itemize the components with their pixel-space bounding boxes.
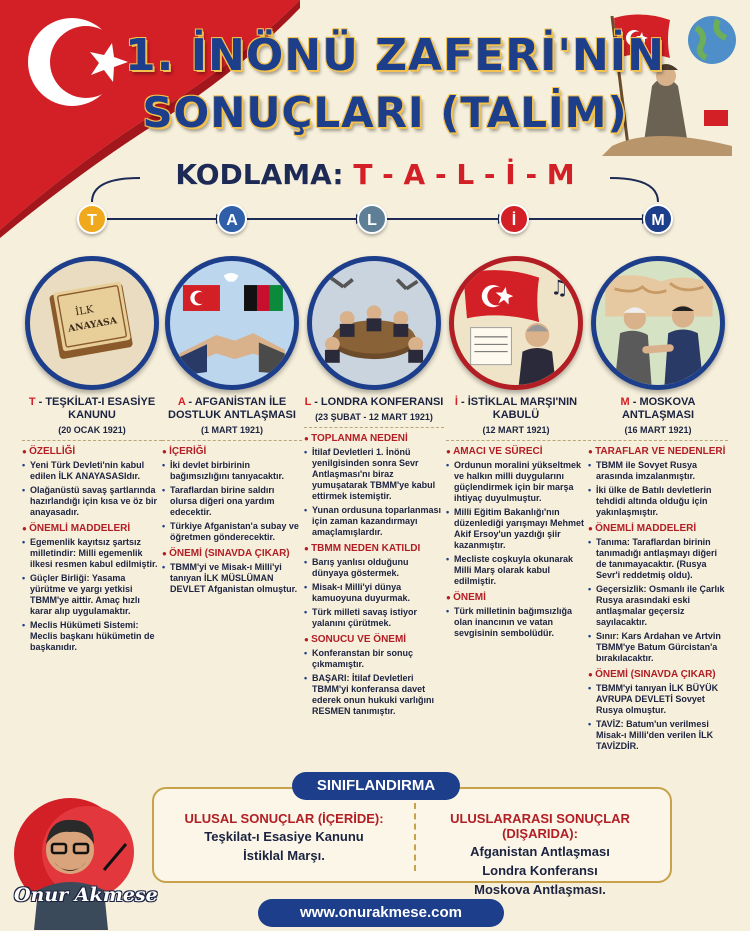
section-title: ÖNEMİ <box>446 592 586 603</box>
book-icon: İLK ANAYASA <box>49 281 133 359</box>
column-teskilat: İLK ANAYASA T - TEŞKİLAT-I ESASİYE KANUN… <box>22 256 162 776</box>
ataturk-flag-globe-icon <box>602 14 736 156</box>
list-item: Londra Konferansı <box>482 863 598 878</box>
letter-badge-m: M <box>643 204 673 234</box>
section-title: ÖNEMLİ MADDELERİ <box>22 523 162 534</box>
list-item: İki ülke de Batılı devletlerin tehdidi a… <box>588 485 728 518</box>
list-item: Sınır: Kars Ardahan ve Artvin TBMM'ye Ba… <box>588 631 728 664</box>
turkish-flag-corner-icon <box>0 0 300 238</box>
list-item: BAŞARI: İtilaf Devletleri TBMM'yi konfer… <box>304 673 444 717</box>
section-title: İÇERİĞİ <box>162 446 302 457</box>
svg-text:♫: ♫ <box>550 275 568 299</box>
column-date-istiklal: (12 MART 1921) <box>482 425 550 435</box>
list-item: Egemenlik kayıtsız şartsız milletindir: … <box>22 537 162 570</box>
moscow-handshake-icon <box>605 275 713 385</box>
circle-moskova <box>591 256 725 390</box>
list-item: Türk milleti savaş istiyor yalanını çürü… <box>304 607 444 629</box>
list-item: Konferanstan bir sonuç çıkmamıştır. <box>304 648 444 670</box>
column-istiklal: ♫ İ - İSTİKLAL MARŞI'NIN KABULÜ (12 MART… <box>446 256 586 776</box>
section-title: ÖNEMLİ MADDELERİ <box>588 523 728 534</box>
brand-signature: Onur Akmese <box>14 884 158 906</box>
main-title-line1: 1. İNÖNÜ ZAFERİ'NİN <box>125 30 665 81</box>
list-item: TBMM'yi ve Misak-ı Milli'yi tanıyan İLK … <box>162 562 302 595</box>
list-item: Misak-ı Milli'yi dünya kamuoyuna duyurma… <box>304 582 444 604</box>
kodlama-code: T - A - L - İ - M <box>353 158 575 191</box>
kodlama-heading: KODLAMA: T - A - L - İ - M <box>0 158 750 191</box>
classification-divider <box>414 803 416 871</box>
section-title: SONUCU VE ÖNEMİ <box>304 634 444 645</box>
list-item: İtilaf Devletleri 1. İnönü yenilgisinden… <box>304 447 444 502</box>
column-afganistan: A - AFGANİSTAN İLE DOSTLUK ANTLAŞMASI (1… <box>162 256 302 776</box>
section-title: TARAFLAR VE NEDENLERİ <box>588 446 728 457</box>
classification-title: SINIFLANDIRMA <box>292 772 460 800</box>
list-item: Teşkilat-ı Esasiye Kanunu <box>204 829 364 844</box>
letter-badge-t: T <box>77 204 107 234</box>
list-item: Yeni Türk Devleti'nin kabul edilen İLK A… <box>22 460 162 482</box>
circle-afganistan <box>165 256 299 390</box>
section-title: TOPLANMA NEDENİ <box>304 433 444 444</box>
flag-music-icon: ♫ <box>463 270 568 385</box>
list-item: Olağanüstü savaş şartlarında hazırlandığ… <box>22 485 162 518</box>
column-londra: L - LONDRA KONFERANSI (23 ŞUBAT - 12 MAR… <box>304 256 444 776</box>
list-item: İstiklal Marşı. <box>243 848 325 863</box>
classification-box: ULUSAL SONUÇLAR (İÇERİDE): Teşkilat-ı Es… <box>152 787 672 897</box>
list-item: Geçersizlik: Osmanlı ile Çarlık Rusya ar… <box>588 584 728 628</box>
column-heading-londra: L - LONDRA KONFERANSI (23 ŞUBAT - 12 MAR… <box>304 396 444 428</box>
list-item: Taraflardan birine saldırı olursa diğeri… <box>162 485 302 518</box>
circle-londra <box>307 256 441 390</box>
letter-badge-l: L <box>357 204 387 234</box>
circle-istiklal: ♫ <box>449 256 583 390</box>
letter-badge-a: A <box>217 204 247 234</box>
list-item: Tanıma: Taraflardan birinin tanımadığı a… <box>588 537 728 581</box>
national-results-title: ULUSAL SONUÇLAR (İÇERİDE): <box>184 811 384 826</box>
section-title: ÖZELLİĞİ <box>22 446 162 457</box>
section-title: ÖNEMİ (SINAVDA ÇIKAR) <box>588 669 728 680</box>
teacher-avatar-icon <box>14 798 134 930</box>
list-item: TBMM'yi tanıyan İLK BÜYÜK AVRUPA DEVLETİ… <box>588 683 728 716</box>
section-title: AMACI VE SÜRECİ <box>446 446 586 457</box>
kodlama-label: KODLAMA: <box>175 158 344 191</box>
section-title: ÖNEMİ (SINAVDA ÇIKAR) <box>162 548 302 559</box>
column-date-teskilat: (20 OCAK 1921) <box>58 425 126 435</box>
letter-badge-i: İ <box>499 204 529 234</box>
column-heading-afganistan: A - AFGANİSTAN İLE DOSTLUK ANTLAŞMASI (1… <box>162 396 302 441</box>
list-item: TBMM ile Sovyet Rusya arasında imzalanmı… <box>588 460 728 482</box>
column-date-moskova: (16 MART 1921) <box>624 425 692 435</box>
column-heading-moskova: M - MOSKOVA ANTLAŞMASI (16 MART 1921) <box>588 396 728 441</box>
section-title: TBMM NEDEN KATILDI <box>304 543 444 554</box>
list-item: Milli Eğitim Bakanlığı'nın düzenlediği y… <box>446 507 586 551</box>
list-item: Güçler Birliği: Yasama yürütme ve yargı … <box>22 573 162 617</box>
list-item: Türk milletinin bağımsızlığa olan inancı… <box>446 606 586 639</box>
circle-teskilat: İLK ANAYASA <box>25 256 159 390</box>
column-moskova: M - MOSKOVA ANTLAŞMASI (16 MART 1921) TA… <box>588 256 728 776</box>
international-results-title: ULUSLARARASI SONUÇLAR (DIŞARIDA): <box>450 811 630 841</box>
list-item: Ordunun moralini yükseltmek ve halkın mi… <box>446 460 586 504</box>
national-results: ULUSAL SONUÇLAR (İÇERİDE): Teşkilat-ı Es… <box>164 811 404 864</box>
column-heading-istiklal: İ - İSTİKLAL MARŞI'NIN KABULÜ (12 MART 1… <box>446 396 586 441</box>
list-item: Mecliste coşkuyla okunarak Milli Marş ol… <box>446 554 586 587</box>
list-item: TAVİZ: Batum'un verilmesi Misak-ı Milli'… <box>588 719 728 752</box>
list-item: Yunan ordusuna toparlanması için zaman k… <box>304 505 444 538</box>
column-date-afganistan: (1 MART 1921) <box>200 425 263 435</box>
column-heading-teskilat: T - TEŞKİLAT-I ESASİYE KANUNU (20 OCAK 1… <box>22 396 162 441</box>
list-item: Moskova Antlaşması. <box>474 882 606 897</box>
list-item: Afganistan Antlaşması <box>470 844 610 859</box>
list-item: Türkiye Afganistan'a subay ve öğretmen g… <box>162 521 302 543</box>
main-title-line2: SONUÇLARI (TALİM) <box>142 88 628 137</box>
international-results: ULUSLARARASI SONUÇLAR (DIŞARIDA): Afgani… <box>420 811 660 898</box>
column-date-londra: (23 ŞUBAT - 12 MART 1921) <box>315 412 433 422</box>
website-link[interactable]: www.onurakmese.com <box>258 899 504 927</box>
list-item: Meclis Hükümeti Sistemi: Meclis başkanı … <box>22 620 162 653</box>
conference-table-icon <box>324 276 424 363</box>
list-item: İki devlet birbirinin bağımsızlığını tan… <box>162 460 302 482</box>
list-item: Barış yanlısı olduğunu dünyaya göstermek… <box>304 557 444 579</box>
handshake-icon <box>179 273 285 376</box>
